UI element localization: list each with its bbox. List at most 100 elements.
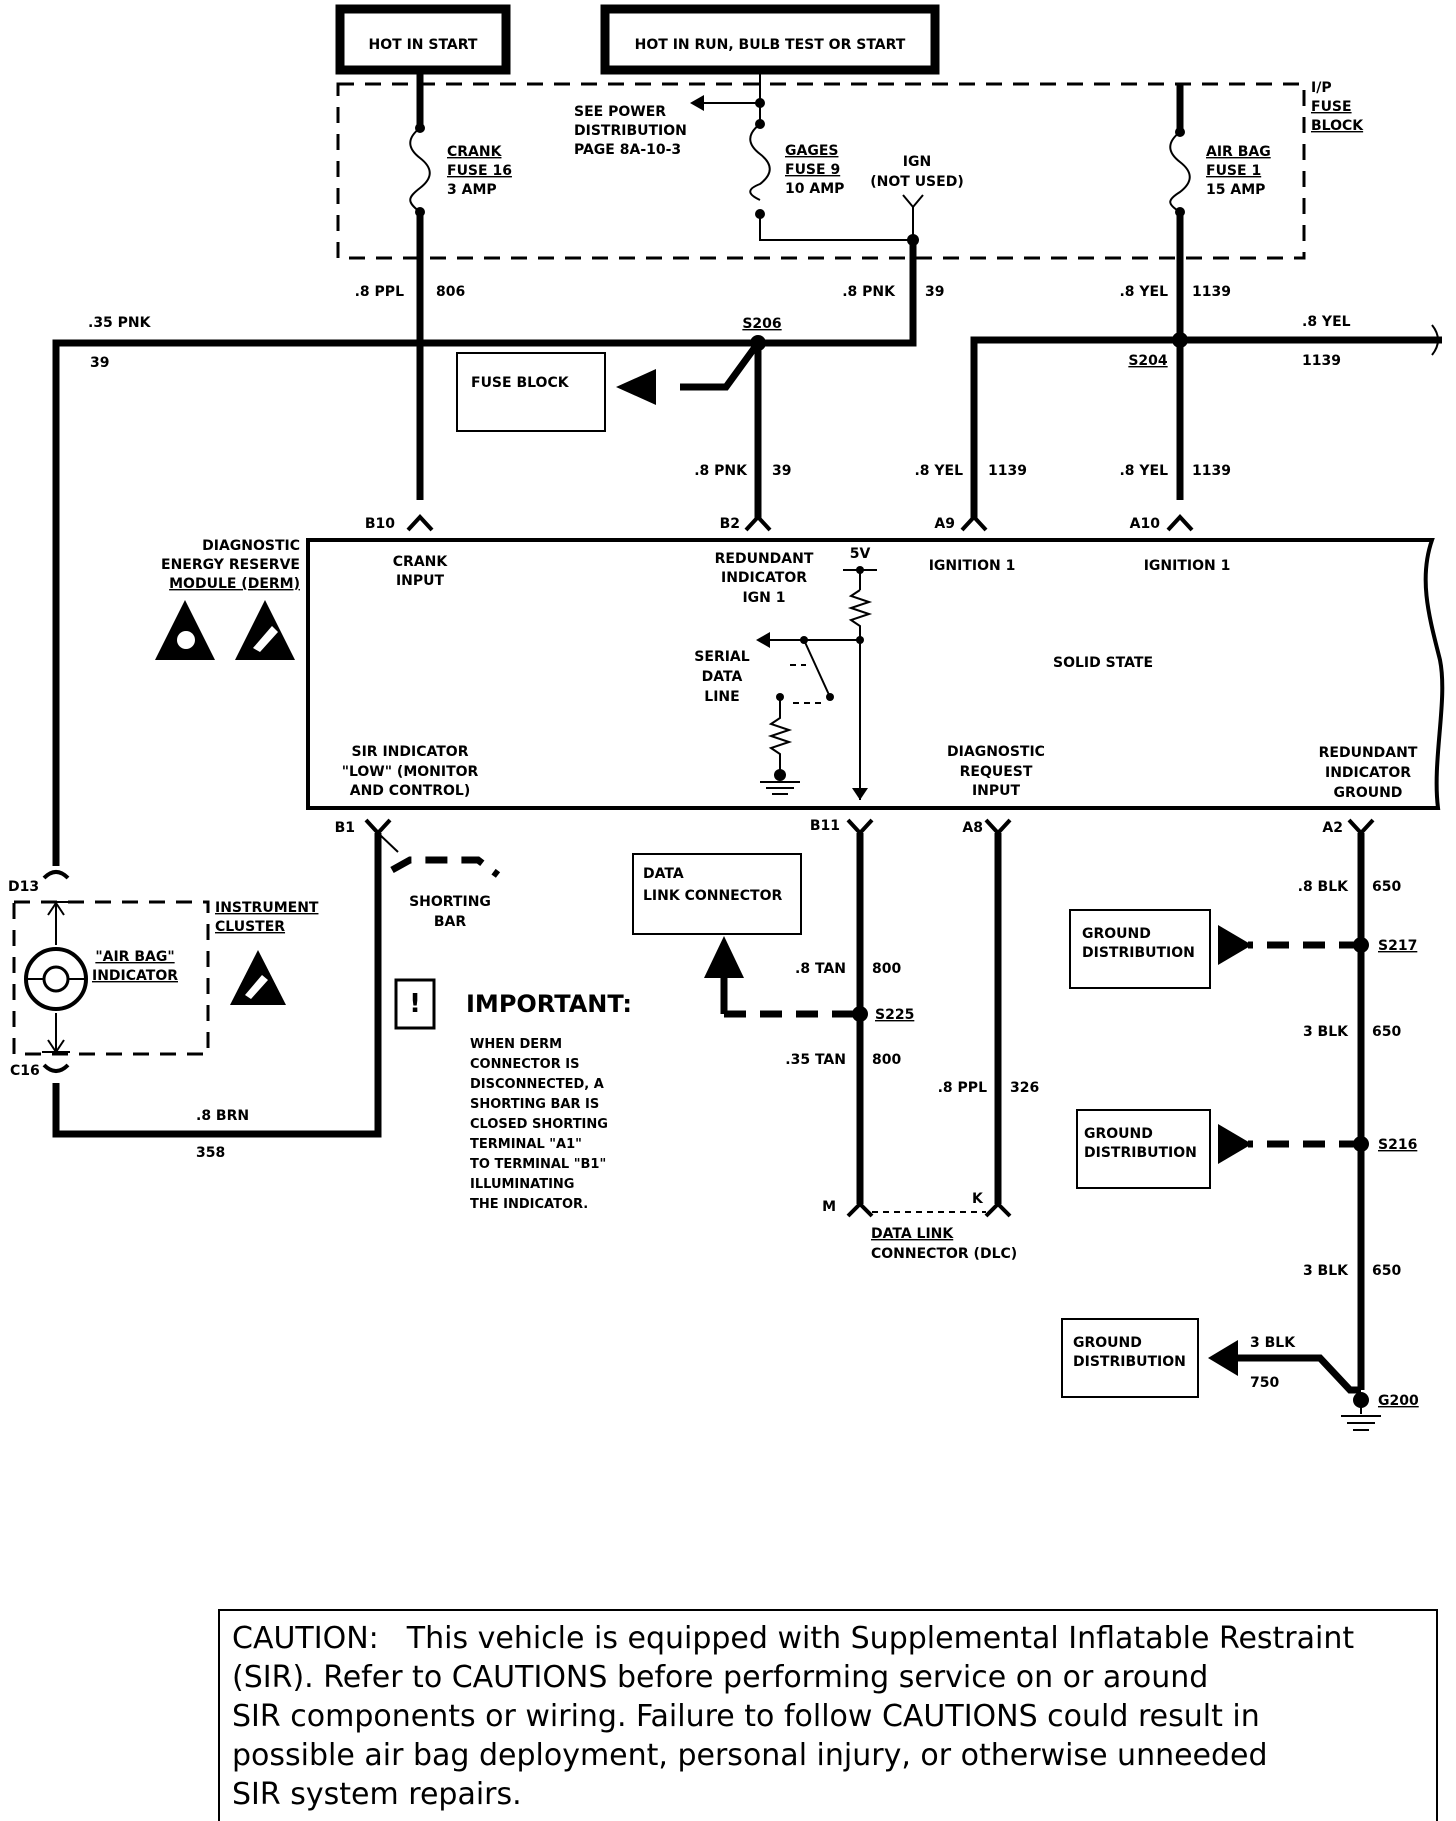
see-power-label-1: SEE POWER xyxy=(574,104,666,120)
airbag-indicator-label-2: INDICATOR xyxy=(92,968,178,984)
ground-distribution-3-line-1: GROUND xyxy=(1073,1335,1142,1351)
derm-redundant-ign-2: INDICATOR xyxy=(721,570,807,586)
fuse-gages-symbol xyxy=(749,123,771,201)
wire-yel-right-end-icon xyxy=(1431,324,1439,356)
ground-distribution-3-line-2: DISTRIBUTION xyxy=(1073,1354,1186,1370)
derm-b11-arrow-icon xyxy=(852,788,868,800)
connector-a9-icon xyxy=(960,514,988,532)
connector-d13-icon xyxy=(42,870,70,880)
fuse-crank-symbol xyxy=(409,127,431,213)
dlc-label-2: CONNECTOR (DLC) xyxy=(871,1246,1017,1262)
important-icon: ! xyxy=(409,989,421,1019)
ip-fuse-block-title-3: BLOCK xyxy=(1311,118,1364,134)
caution-text-5: SIR system repairs. xyxy=(232,1777,522,1812)
derm-5v-label: 5V xyxy=(850,546,871,562)
airbag-indicator-leads xyxy=(42,901,70,1053)
connector-c16-icon xyxy=(42,1063,70,1073)
serial-data-arrow-icon xyxy=(756,632,770,648)
derm-top-connectors xyxy=(406,514,1194,532)
wire-pnk-39-circuit: 39 xyxy=(925,284,944,300)
splice-s216-label: S216 xyxy=(1378,1137,1417,1153)
wire-yel-right-circuit: 1139 xyxy=(1302,353,1341,369)
esd-warning-icon xyxy=(155,600,215,660)
gages-fuse-label-3: 10 AMP xyxy=(785,181,844,197)
data-link-connector-box-1: DATA xyxy=(643,866,684,882)
connector-a2-icon xyxy=(1347,818,1375,836)
wire-pnk-35-circuit: 39 xyxy=(90,355,109,371)
terminal-a10: A10 xyxy=(1130,516,1161,532)
instrument-cluster-outline xyxy=(12,900,210,1056)
derm-ignition-a10: IGNITION 1 xyxy=(1144,558,1231,574)
derm-diag-request-1: DIAGNOSTIC xyxy=(947,744,1045,760)
ign-terminal-symbol xyxy=(902,194,924,240)
wire-tan-800-circuit: 800 xyxy=(872,961,901,977)
ground-distribution-2-line-2: DISTRIBUTION xyxy=(1084,1145,1197,1161)
ground-distribution-box-2 xyxy=(1076,1109,1211,1189)
wire-yel-a9 xyxy=(970,336,1180,518)
derm-ground-resistor xyxy=(767,697,793,770)
wire-blk-650-b-circuit: 650 xyxy=(1372,1024,1401,1040)
data-link-connector-box-2: LINK CONNECTOR xyxy=(643,888,782,904)
wire-pnk-35-color: .35 PNK xyxy=(88,315,152,331)
see-power-label-3: PAGE 8A-10-3 xyxy=(574,142,681,158)
instrument-cluster-label-1: INSTRUMENT xyxy=(215,900,319,916)
airbag-indicator-arrows xyxy=(47,901,65,1054)
important-line-1: WHEN DERM xyxy=(470,1037,562,1052)
wire-blk-750-color: 3 BLK xyxy=(1250,1335,1296,1351)
wire-brn-358 xyxy=(52,833,382,1138)
hot-in-run-label: HOT IN RUN, BULB TEST OR START xyxy=(635,37,906,53)
shorting-bar-label-2: BAR xyxy=(434,914,467,930)
derm-ground-node xyxy=(774,769,786,781)
fuse-block-box-label: FUSE BLOCK xyxy=(471,375,570,391)
caution-text-2: (SIR). Refer to CAUTIONS before performi… xyxy=(232,1660,1209,1695)
derm-bottom-connectors xyxy=(364,818,1375,836)
wire-blk-650-a-color: .8 BLK xyxy=(1298,879,1350,895)
derm-module-box xyxy=(306,538,1445,810)
splice-s225-label: S225 xyxy=(875,1007,914,1023)
caution-text-4: possible air bag deployment, personal in… xyxy=(232,1738,1268,1773)
derm-redundant-ign-3: IGN 1 xyxy=(742,590,785,606)
see-power-arrow-icon xyxy=(690,95,704,111)
important-line-2: CONNECTOR IS xyxy=(470,1057,579,1072)
airbag-indicator-filament xyxy=(42,965,70,993)
wire-yel-right-color: .8 YEL xyxy=(1302,314,1351,330)
wire-ppl-326-color: .8 PPL xyxy=(938,1080,987,1096)
wire-pnk-39-upper xyxy=(758,240,917,347)
connector-k-icon xyxy=(984,1201,1012,1218)
ground-distribution-arrow-icon xyxy=(1218,1124,1252,1164)
derm-serial-3: LINE xyxy=(704,689,739,705)
wire-blk-750-circuit: 750 xyxy=(1250,1375,1279,1391)
dlc-up-arrow-icon xyxy=(704,936,744,978)
important-line-4: SHORTING BAR IS xyxy=(470,1097,599,1112)
important-line-7: TO TERMINAL "B1" xyxy=(470,1157,606,1172)
wire-yel-a10-color: .8 YEL xyxy=(1119,463,1168,479)
fuse-gages-terminal-top xyxy=(755,119,765,129)
derm-ignition-a9: IGNITION 1 xyxy=(929,558,1016,574)
derm-pullup-resistor xyxy=(847,589,873,800)
splice-s204-node xyxy=(1172,332,1188,348)
derm-redundant-ground-3: GROUND xyxy=(1334,785,1403,801)
terminal-c16: C16 xyxy=(10,1063,40,1079)
derm-serial-2: DATA xyxy=(702,669,743,685)
connector-m-icon xyxy=(846,1201,874,1218)
crank-fuse-label-2: FUSE 16 xyxy=(447,163,512,179)
wire-blk-650-a-circuit: 650 xyxy=(1372,879,1401,895)
esd-hand-icon xyxy=(235,600,295,660)
terminal-b10: B10 xyxy=(365,516,395,532)
connector-a8-icon xyxy=(984,818,1012,836)
caution-label: CAUTION: xyxy=(232,1621,379,1656)
wire-tan-800-color: .8 TAN xyxy=(795,961,846,977)
fuse-airbag-symbol xyxy=(1169,131,1191,213)
important-line-5: CLOSED SHORTING xyxy=(470,1117,608,1132)
wire-pnk-b2-circuit: 39 xyxy=(772,463,791,479)
wire-ppl-806-circuit: 806 xyxy=(436,284,465,300)
fuse-crank-terminal-bottom xyxy=(415,207,425,217)
shorting-bar-label-1: SHORTING xyxy=(409,894,491,910)
derm-crank-input-2: INPUT xyxy=(396,573,445,589)
terminal-a2: A2 xyxy=(1322,820,1343,836)
wire-gages-to-ign xyxy=(759,214,913,241)
shorting-bar-icon xyxy=(390,856,501,878)
hot-in-run-box xyxy=(600,4,940,75)
cluster-esd-icon xyxy=(230,950,286,1005)
ground-distribution-box-3 xyxy=(1061,1318,1199,1398)
